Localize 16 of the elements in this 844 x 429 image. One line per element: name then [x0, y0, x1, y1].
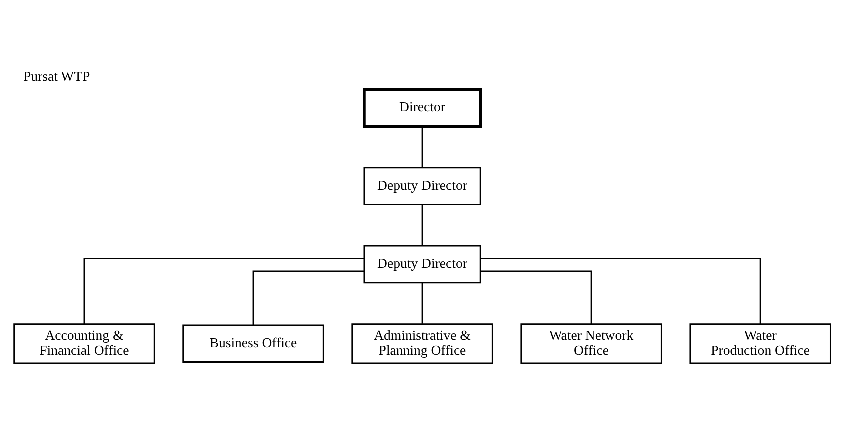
connector — [252, 270, 364, 326]
node-box: Director — [362, 88, 482, 128]
node-box: Deputy Director — [363, 167, 481, 206]
connector — [480, 270, 592, 324]
connector — [421, 204, 423, 246]
node-box: Water Network Office — [520, 324, 662, 364]
node-box: Water Production Office — [689, 324, 831, 364]
node-box: Accounting & Financial Office — [13, 324, 155, 364]
connector — [421, 126, 423, 168]
connector — [421, 282, 423, 324]
node-box: Administrative & Planning Office — [351, 324, 493, 364]
node-box: Deputy Director — [363, 245, 481, 284]
node-box: Business Office — [182, 324, 324, 363]
diagram-title: Pursat WTP — [22, 69, 90, 84]
connector — [480, 258, 761, 324]
connector — [83, 258, 364, 324]
